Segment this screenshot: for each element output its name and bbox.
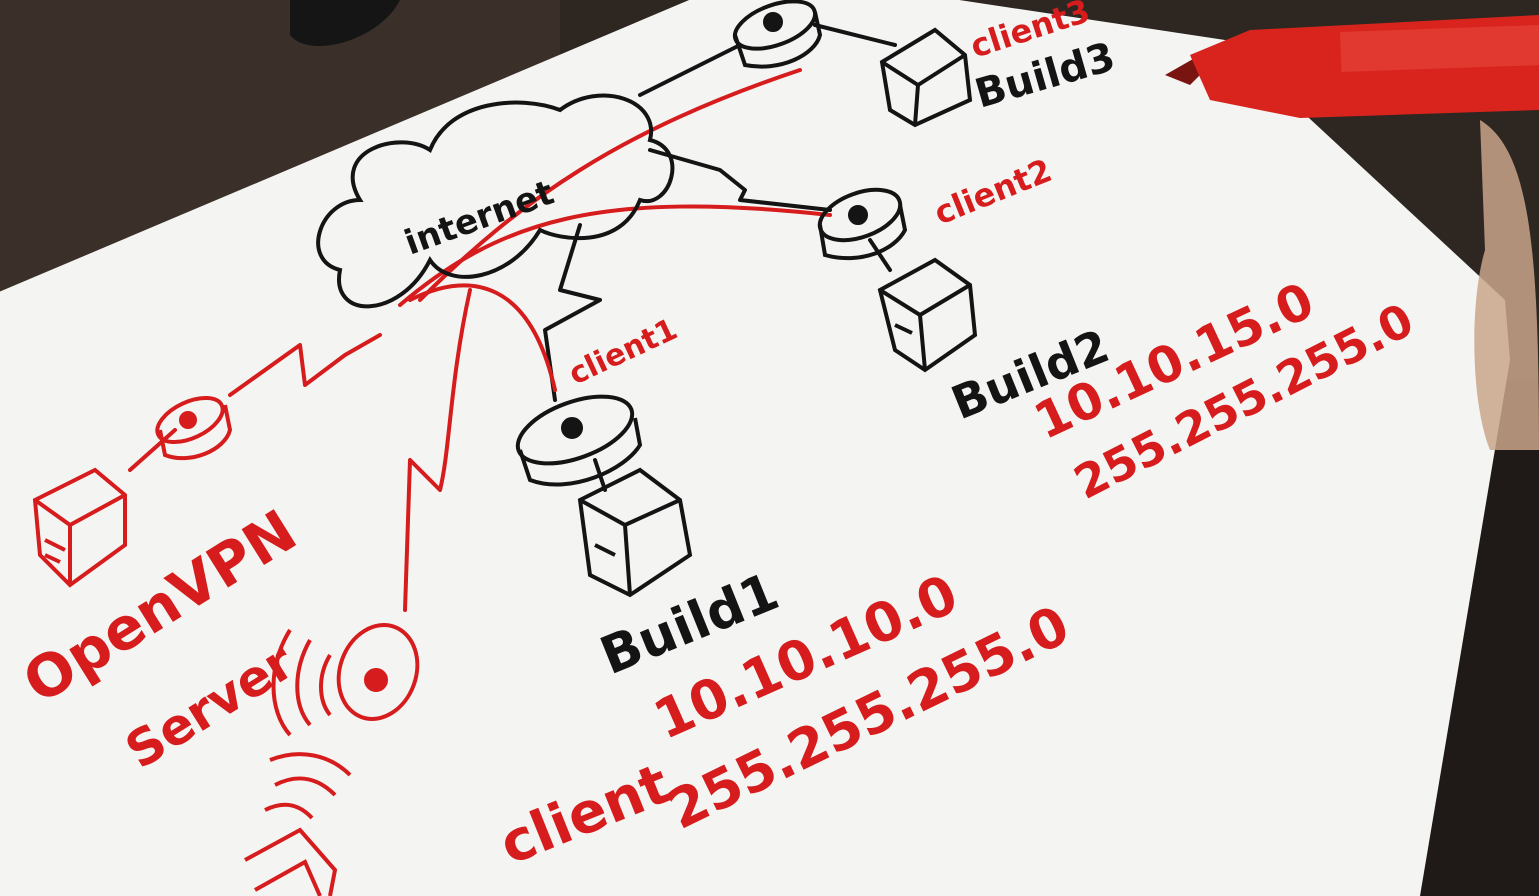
black-links bbox=[543, 23, 897, 492]
tunnel-client1 bbox=[408, 283, 557, 392]
mobile-router-icon bbox=[271, 623, 420, 737]
internet-cloud bbox=[316, 93, 675, 309]
build3-server-icon bbox=[879, 27, 973, 128]
laptop-client-icon bbox=[244, 827, 338, 896]
link-cloud-client1 bbox=[543, 223, 602, 402]
wireless-signal-icon bbox=[264, 752, 352, 820]
hand bbox=[1474, 120, 1539, 450]
client1-router-icon bbox=[515, 394, 643, 487]
tunnel-client2 bbox=[398, 204, 832, 307]
openvpn-server-icon bbox=[32, 467, 127, 588]
tunnel-mobile bbox=[403, 288, 472, 612]
build1-server-icon bbox=[577, 467, 693, 598]
red-marker-pen bbox=[1165, 15, 1539, 118]
build2-server-icon bbox=[877, 257, 978, 373]
link-server-router bbox=[128, 428, 177, 472]
link-server-cloud bbox=[228, 333, 382, 397]
cable bbox=[290, 0, 400, 47]
red-vpn-links bbox=[128, 68, 832, 612]
client2-router-icon bbox=[817, 187, 908, 261]
link-cloud-client2 bbox=[648, 148, 832, 212]
server-router-icon bbox=[155, 395, 233, 461]
client3-router-icon bbox=[732, 0, 823, 69]
link-client2-build2 bbox=[868, 238, 892, 272]
link-client3-build3 bbox=[813, 23, 897, 47]
link-cloud-client3 bbox=[638, 43, 742, 97]
